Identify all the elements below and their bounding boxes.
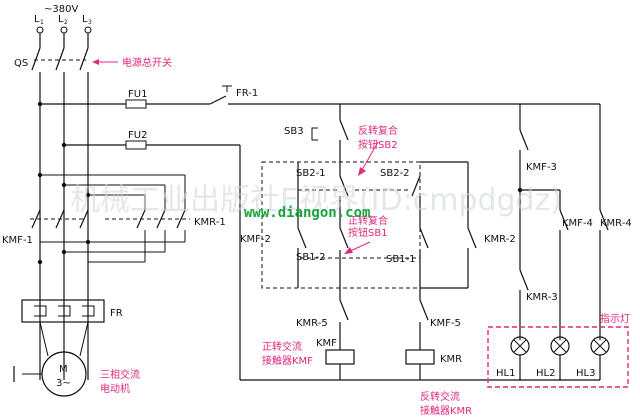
watermark-text: 机械工业出版社E视界(ID:cmpdgdz)	[70, 183, 562, 218]
label-kmf-coil: KMF	[316, 338, 337, 349]
label-l1: L	[34, 14, 40, 25]
label-l2-sub: 2	[64, 19, 68, 26]
label-sb2-1: SB2-1	[296, 168, 326, 179]
power-circuit	[13, 26, 190, 397]
qs-blade-2	[55, 47, 65, 71]
note-rev-contactor-1: 反转交流	[420, 390, 460, 403]
watermark-layer: 机械工业出版社E视界(ID:cmpdgdz) www.diangon.com	[70, 183, 562, 221]
note-reverse-btn-2: 按钮SB2	[358, 138, 398, 151]
terminal-l3	[84, 26, 92, 34]
terminal-l1	[36, 26, 44, 34]
label-motor-3: 3~	[56, 378, 71, 389]
kmr2-contact	[467, 227, 477, 249]
kmf4-contact	[559, 209, 569, 231]
supply-voltage: ~380V	[44, 4, 78, 15]
indicator-frame	[487, 326, 629, 388]
kmf2-contact	[297, 227, 307, 249]
label-fr1: FR-1	[236, 88, 258, 99]
note-fwd-contactor-2: 接触器KMF	[262, 354, 313, 367]
coil-kmr	[405, 349, 435, 365]
label-kmf2: KMF-2	[240, 234, 271, 245]
sb1-1-contact	[419, 227, 429, 249]
qs-blade-3	[79, 47, 89, 71]
label-kmr5: KMR-5	[296, 318, 328, 329]
label-l3: L	[82, 14, 88, 25]
fuse-fu1	[125, 99, 147, 109]
label-motor-m: M	[59, 364, 68, 375]
coil-kmf	[325, 349, 355, 365]
label-kmf5: KMF-5	[430, 318, 461, 329]
label-hl1: HL1	[496, 368, 515, 379]
label-kmf1: KMF-1	[2, 235, 33, 246]
kmr5-contact	[339, 299, 349, 321]
note-fwd-contactor-1: 正转交流	[262, 340, 302, 353]
note-motor-2: 电动机	[100, 382, 130, 395]
terminal-l2	[60, 26, 68, 34]
label-l3-sub: 3	[88, 19, 92, 26]
label-kmr3: KMR-3	[526, 292, 558, 303]
label-hl3: HL3	[576, 368, 595, 379]
watermark-site: www.diangon.com	[244, 205, 370, 221]
note-motor-1: 三相交流	[100, 368, 140, 381]
sb1-2-contact	[339, 227, 349, 249]
label-kmf3: KMF-3	[526, 162, 557, 173]
sb3-contact	[339, 119, 349, 141]
label-fu2: FU2	[128, 130, 147, 141]
qs-blade-1	[31, 47, 41, 71]
note-rev-contactor-2: 接触器KMR	[420, 404, 472, 417]
fuse-fu2	[125, 140, 147, 150]
note-power-switch: 电源总开关	[122, 56, 172, 69]
label-qs: QS	[14, 58, 28, 69]
kmr4-contact	[599, 209, 609, 231]
label-l1-sub: 1	[40, 19, 44, 26]
label-sb2-2: SB2-2	[380, 168, 410, 179]
note-indicator: 指示灯	[600, 312, 630, 325]
label-kmr-coil: KMR	[440, 354, 462, 365]
label-kmf4: KMF-4	[562, 218, 593, 229]
thermal-relay-fr	[21, 299, 105, 323]
label-kmr1: KMR-1	[194, 217, 226, 228]
note-reverse-btn-1: 反转复合	[358, 124, 398, 137]
annotations: 电源总开关 反转复合 按钮SB2 正转复合 按钮SB1 正转交流 接触器KMF …	[100, 56, 630, 417]
component-labels: ~380V L 1 L 2 L 3 QS FU1 FU2 FR-1 SB3 SB…	[2, 4, 632, 389]
sb2-1-contact	[339, 175, 349, 197]
label-hl2: HL2	[536, 368, 555, 379]
kmf5-contact	[419, 299, 429, 321]
label-kmr2: KMR-2	[484, 234, 516, 245]
label-fu1: FU1	[128, 89, 147, 100]
kmr3-contact	[519, 269, 529, 291]
note-forward-btn-2: 按钮SB1	[348, 226, 388, 239]
label-kmr4: KMR-4	[600, 218, 632, 229]
label-l2: L	[58, 14, 64, 25]
label-fr: FR	[110, 308, 123, 319]
label-sb3: SB3	[284, 126, 304, 137]
kmf3-contact	[519, 129, 529, 151]
note-forward-btn-1: 正转复合	[348, 214, 388, 227]
interlock-frame	[261, 161, 421, 289]
fr1-contact	[209, 95, 227, 105]
label-sb1-2: SB1-2	[296, 252, 326, 263]
label-sb1-1: SB1-1	[386, 254, 416, 265]
control-circuit	[40, 85, 629, 388]
